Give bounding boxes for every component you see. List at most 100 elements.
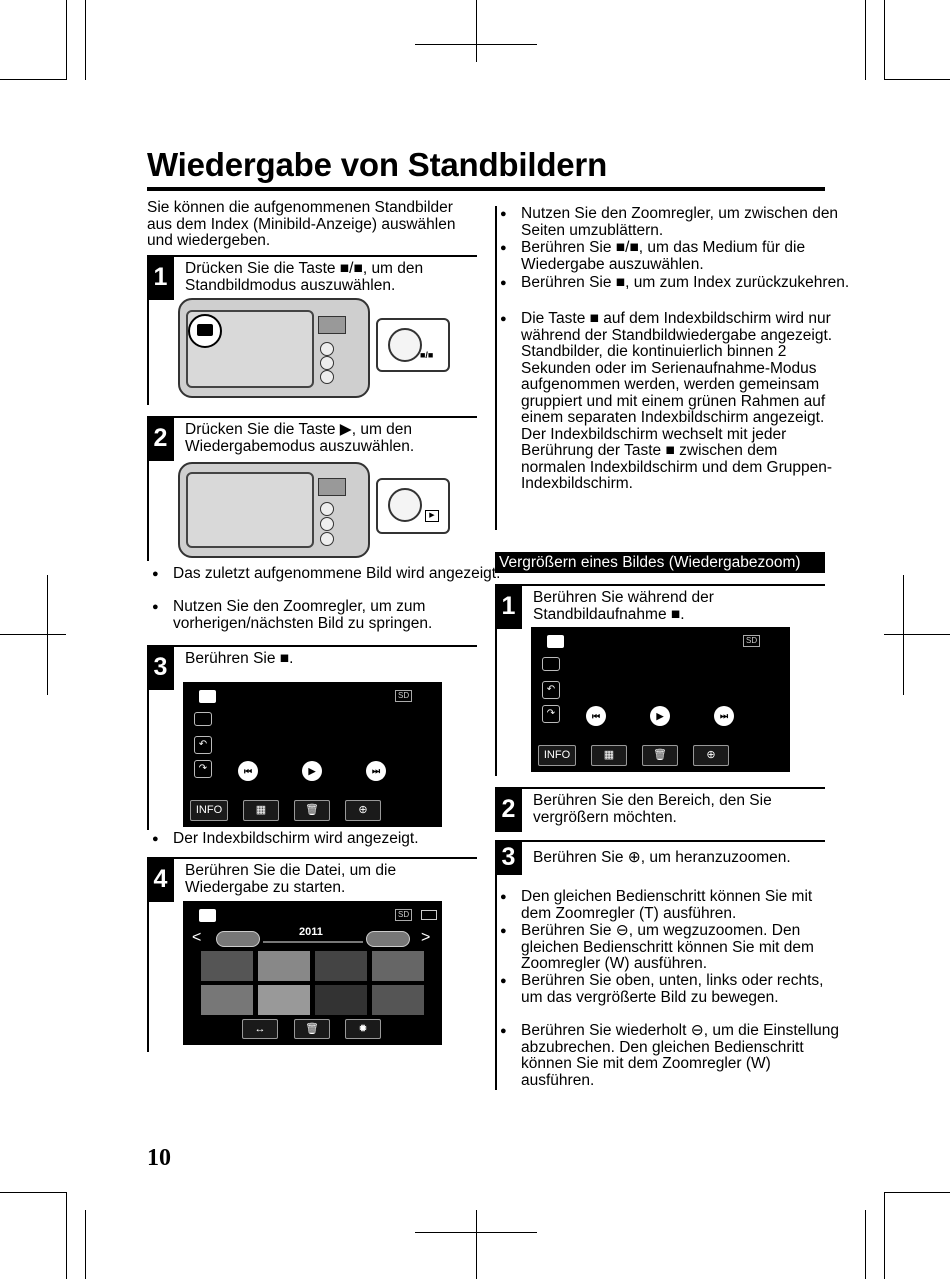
previous-icon[interactable]: ⏮ <box>238 761 258 781</box>
play-icon: ▶ <box>425 510 439 522</box>
crop-mark <box>884 1192 885 1279</box>
bullet-item: Nutzen Sie den Zoomregler, um zwischen d… <box>495 205 851 239</box>
hw-button <box>320 517 334 531</box>
next-icon[interactable]: ⏭ <box>714 706 734 726</box>
hw-button <box>320 370 334 384</box>
step-3: 3 Berühren Sie ■. <box>147 645 477 830</box>
thumbnail[interactable] <box>315 985 367 1015</box>
zoom-lever <box>318 316 346 334</box>
next-icon[interactable]: ⏭ <box>366 761 386 781</box>
zoom-step-1: 1 Berühren Sie während der Standbildaufn… <box>495 584 825 776</box>
crop-mark <box>865 0 866 80</box>
group-toggle-button[interactable]: ↔ <box>242 1019 278 1039</box>
thumbnail[interactable] <box>201 985 253 1015</box>
info-button[interactable]: INFO <box>538 745 576 766</box>
step-number: 4 <box>147 857 174 902</box>
group-icon[interactable] <box>542 657 560 671</box>
thumbnail[interactable] <box>201 951 253 981</box>
crop-mark <box>476 0 477 62</box>
step-2: 2 Drücken Sie die Taste ▶, um den Wieder… <box>147 416 477 561</box>
timeline-bar <box>263 941 363 943</box>
zoom-step-2: 2 Berühren Sie den Bereich, den Sie verg… <box>495 787 825 832</box>
crop-mark <box>884 0 885 80</box>
thumbnail[interactable] <box>315 951 367 981</box>
thumbnail[interactable] <box>372 951 424 981</box>
thumbnail[interactable] <box>258 985 310 1015</box>
crop-mark <box>865 1210 866 1279</box>
group-icon[interactable] <box>194 712 212 726</box>
bullet-item: Nutzen Sie den Zoomregler, um zum vorher… <box>147 598 503 632</box>
date-pill[interactable] <box>216 931 260 947</box>
hw-button <box>320 356 334 370</box>
media-select-button[interactable]: ✹ <box>345 1019 381 1039</box>
button-callout: ▶ <box>376 478 450 534</box>
index-button[interactable]: ▦ <box>243 800 279 821</box>
delete-button[interactable]: 🗑 <box>294 1019 330 1039</box>
crop-mark <box>47 575 48 695</box>
index-button[interactable]: ▦ <box>591 745 627 766</box>
camera-illustration: ■/■ <box>178 298 453 400</box>
step-vline <box>147 857 149 1052</box>
step-vline <box>495 584 497 776</box>
crop-mark <box>66 1192 67 1279</box>
rotate-left-icon[interactable]: ↶ <box>542 681 560 699</box>
zoom-button[interactable]: ⊕ <box>345 800 381 821</box>
rotate-right-icon[interactable]: ↷ <box>194 760 212 778</box>
step-number: 1 <box>495 584 522 629</box>
crop-mark <box>85 1210 86 1279</box>
thumbnail[interactable] <box>258 951 310 981</box>
battery-icon <box>421 910 437 920</box>
lcd-playback-screen: SD ↶ ↷ ⏮ ▶ ⏭ INFO ▦ 🗑 ⊕ <box>531 627 790 772</box>
step-rule <box>495 787 825 789</box>
camera-mode-icon <box>188 314 222 348</box>
step-vline <box>147 255 149 405</box>
zoom-button[interactable]: ⊕ <box>693 745 729 766</box>
bullet-item: Das zuletzt aufgenommene Bild wird angez… <box>147 565 503 583</box>
camera-icon <box>547 635 564 648</box>
bullet-item: Berühren Sie ■/■, um das Medium für die … <box>495 239 851 273</box>
play-icon[interactable]: ▶ <box>650 706 670 726</box>
step-text: Berühren Sie den Bereich, den Sie vergrö… <box>533 792 772 826</box>
camera-illustration: ▶ <box>178 462 453 560</box>
bullet-item: Berühren Sie oben, unten, links oder rec… <box>495 972 846 1006</box>
bullet-item: Berühren Sie ⊖, um wegzuzoomen. Den glei… <box>495 922 846 973</box>
rotate-left-icon[interactable]: ↶ <box>194 736 212 754</box>
title-rule <box>147 187 825 191</box>
delete-button[interactable]: 🗑 <box>642 745 678 766</box>
video-photo-icon: ■/■ <box>420 350 434 360</box>
step-number: 1 <box>147 255 174 300</box>
step-rule <box>147 255 477 257</box>
step-vline <box>147 645 149 830</box>
sd-card-icon: SD <box>395 909 413 921</box>
step-number: 2 <box>147 416 174 461</box>
crop-mark <box>66 0 67 80</box>
delete-button[interactable]: 🗑 <box>294 800 330 821</box>
rotate-right-icon[interactable]: ↷ <box>542 705 560 723</box>
section-heading: Vergrößern eines Bildes (Wiedergabezoom) <box>495 552 825 573</box>
date-pill[interactable] <box>366 931 410 947</box>
bullet-item: Berühren Sie wiederholt ⊖, um die Einste… <box>495 1022 846 1089</box>
sd-card-icon: SD <box>743 635 761 647</box>
play-icon[interactable]: ▶ <box>302 761 322 781</box>
camera-icon <box>199 909 216 922</box>
crop-mark <box>884 634 950 635</box>
step-rule <box>495 584 825 586</box>
info-button[interactable]: INFO <box>190 800 228 821</box>
next-page-icon[interactable]: > <box>421 929 431 946</box>
bullet-item: Die Taste ■ auf dem Indexbildschirm wird… <box>495 310 841 493</box>
step-rule <box>147 857 477 859</box>
bullet-item: Den gleichen Bedienschritt können Sie mi… <box>495 888 846 922</box>
hw-button <box>320 502 334 516</box>
previous-icon[interactable]: ⏮ <box>586 706 606 726</box>
crop-mark <box>476 1210 477 1279</box>
step-number: 3 <box>495 840 522 875</box>
crop-mark <box>884 79 950 80</box>
thumbnail[interactable] <box>372 985 424 1015</box>
step-vline <box>147 416 149 561</box>
step-text: Berühren Sie ⊕, um heranzuzoomen. <box>533 849 791 866</box>
crop-mark <box>903 575 904 695</box>
step-number: 2 <box>495 787 522 832</box>
hw-button <box>320 532 334 546</box>
zoom-lever <box>318 478 346 496</box>
prev-page-icon[interactable]: < <box>192 929 202 946</box>
